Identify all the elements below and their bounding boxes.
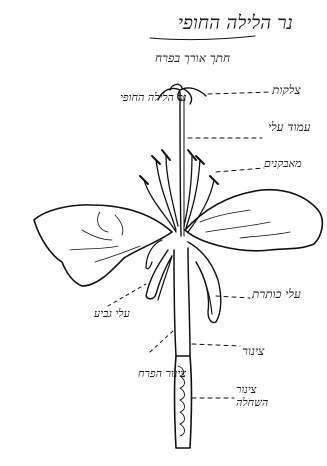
label-petal: עלי כותרת	[252, 288, 301, 300]
sepal-left	[146, 250, 172, 299]
stamen-6	[184, 156, 192, 226]
label-floral-tube: צינור הפרח	[138, 368, 186, 379]
sepal-right-inner	[196, 262, 212, 314]
leader-anthers	[216, 168, 264, 172]
label-ovary-tube: צינור	[242, 345, 264, 357]
subtitle-line-2: נר הלילה החופי	[120, 92, 186, 103]
floral-tube-left	[174, 250, 176, 356]
subtitle-line-1: חתך אורך בפרח	[155, 52, 230, 64]
anther-2	[140, 176, 148, 184]
label-ovary-line-1: צינור	[236, 384, 256, 395]
stamen-5	[166, 156, 178, 226]
stamen-4	[188, 180, 214, 232]
style	[180, 92, 181, 236]
drawing-title: נר הלילה החופי	[178, 14, 293, 33]
floral-tube-right	[188, 248, 190, 356]
stamen-1	[156, 160, 176, 230]
label-anthers: מאבקנים	[264, 158, 302, 169]
petal-left	[34, 205, 172, 286]
title-underline	[150, 36, 255, 40]
leader-tube	[192, 344, 240, 346]
leader-stigma	[208, 92, 270, 94]
stamen-2	[144, 180, 176, 232]
leader-tube-left	[150, 330, 174, 352]
label-stigma: צלקות	[272, 84, 301, 96]
label-style: עמוד עלי	[268, 121, 311, 133]
petal-right-veins	[200, 210, 290, 238]
label-ovary-line-2: השחלה	[236, 397, 268, 408]
leader-sepals	[108, 284, 146, 306]
sepal-right	[188, 242, 221, 323]
label-sepals: עלי גביע	[94, 308, 130, 319]
